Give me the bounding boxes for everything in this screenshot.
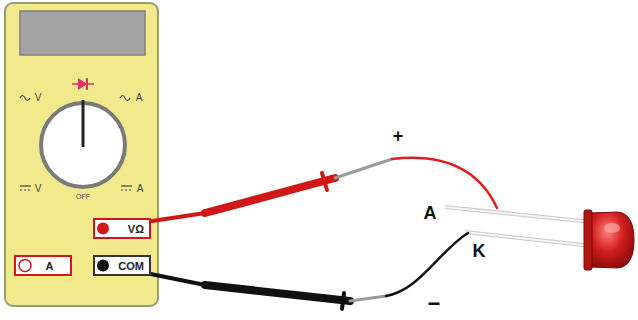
dial-range-label: A <box>136 92 143 103</box>
com-jack: COM <box>93 255 151 276</box>
led <box>584 210 634 270</box>
black-probe <box>106 233 468 309</box>
cathode-label: K <box>473 241 486 262</box>
probe-plug <box>96 257 112 274</box>
jack-label: COM <box>118 260 144 272</box>
current-jack: A <box>14 255 72 276</box>
polarity-sign: − <box>428 291 441 317</box>
anode-label: A <box>424 203 437 224</box>
jack-circle <box>17 257 33 274</box>
probe-plug <box>96 220 112 237</box>
voltage-jack: VΩ <box>93 218 151 239</box>
dial-pointer <box>82 100 85 147</box>
dial-range-label: V <box>35 92 42 103</box>
anode-lead <box>445 207 592 222</box>
red-probe <box>106 158 497 228</box>
dial-range-label: V <box>35 183 42 194</box>
meter-body <box>5 3 158 306</box>
ac-symbol <box>120 96 130 101</box>
jack-label: VΩ <box>128 223 144 235</box>
dial-off-label: OFF <box>76 193 90 200</box>
diode-symbol <box>72 78 94 90</box>
anode-lead <box>445 207 592 222</box>
meter-display <box>20 11 145 55</box>
dial-range-label: A <box>137 183 144 194</box>
jack-label: A <box>46 260 54 272</box>
polarity-sign: + <box>393 126 404 147</box>
ac-symbol <box>20 96 30 101</box>
